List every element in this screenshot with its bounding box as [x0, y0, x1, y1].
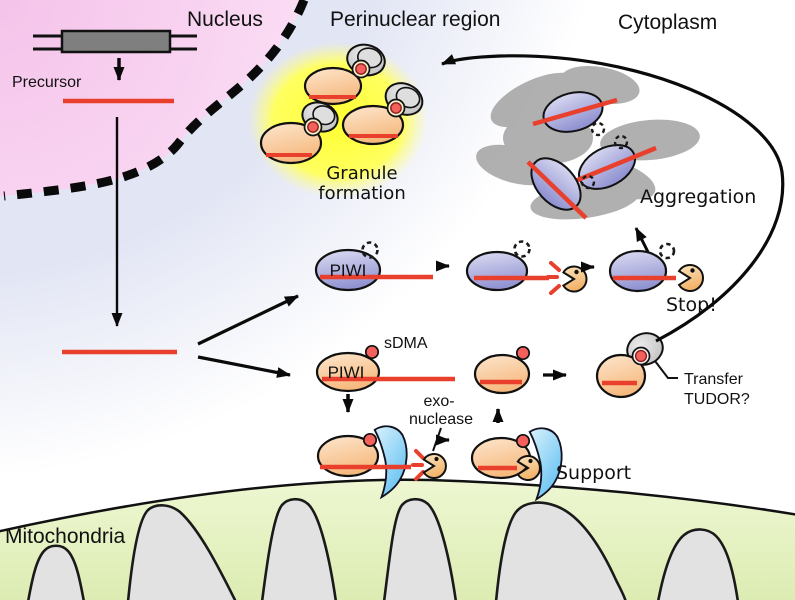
crista-shape — [27, 544, 85, 600]
exonuclease-label-line1: exo- — [423, 393, 454, 410]
missing-sdma-circle — [580, 174, 596, 190]
lower-pathway: PIWI sDMA exo- nuclease — [315, 332, 750, 502]
dna-locus-icon — [33, 29, 197, 54]
nucleus-label: Nucleus — [187, 8, 263, 31]
pacman-eye — [434, 456, 439, 462]
piwi-label-lower: PIWI — [328, 363, 365, 382]
sdma-dot — [307, 121, 319, 133]
transfer-label-line1: Transfer — [684, 371, 744, 388]
precursor-label: Precursor — [12, 74, 82, 91]
exonuclease-pacman-icon — [562, 265, 588, 293]
pacman-eye — [690, 268, 695, 273]
cytoplasm-label: Cytoplasm — [618, 11, 717, 34]
pacman-eye — [574, 269, 579, 275]
mitochondria-group: Mitochondria — [0, 478, 795, 600]
cristae-group — [27, 497, 740, 600]
sdma-dot — [362, 432, 378, 448]
mature-pirisc-tudor — [595, 332, 678, 399]
support-crescent-icon — [528, 427, 563, 502]
sdma-dot — [515, 433, 531, 449]
crista-shape — [260, 497, 338, 600]
pirisc-oval — [595, 353, 647, 399]
branch-arrow-lower — [197, 355, 291, 378]
pirisc-oval — [473, 353, 531, 395]
trimming-complex — [316, 425, 447, 500]
piwi-label-upper: PIWI — [330, 261, 367, 280]
granule-complex — [341, 82, 424, 146]
exonuclease-label-line2: nuclease — [409, 411, 473, 428]
crista-shape — [657, 528, 740, 600]
crista-shape — [494, 501, 627, 600]
branch-arrow-upper — [197, 294, 299, 346]
piwi-oval-lower — [315, 351, 381, 393]
sdma-dot — [355, 63, 367, 75]
granule-formation-group: Granule formation — [248, 42, 428, 204]
granule-label-line2: formation — [318, 183, 405, 204]
missing-sdma-circle — [613, 134, 629, 150]
aggregation-arrow — [634, 227, 650, 253]
support-crescent-icon — [373, 425, 408, 500]
transfer-pointer-line — [654, 360, 678, 379]
trimming-complex — [470, 427, 563, 502]
transfer-label-line2: TUDOR? — [684, 391, 750, 408]
sdma-dot — [390, 102, 402, 114]
exonuclease-pacman-icon — [677, 264, 704, 292]
piwi-oval-upper — [314, 248, 382, 292]
granule-complex — [259, 101, 339, 165]
recycle-curve-arrow — [441, 54, 785, 343]
cut-marks — [546, 261, 561, 295]
support-label: Support — [556, 462, 631, 484]
piwi-oval — [465, 250, 529, 292]
pirna-line — [532, 97, 618, 127]
crista-shape — [382, 497, 458, 600]
missing-sdma-circle — [513, 240, 531, 258]
nuclear-envelope-dashed-line — [3, 0, 309, 201]
perinuclear-label: Perinuclear region — [330, 8, 500, 31]
granule-label-line1: Granule — [326, 163, 397, 184]
sdma-dot — [364, 344, 380, 360]
sdma-dot — [634, 349, 648, 363]
sdma-dot — [515, 345, 531, 361]
nucleus-content: Precursor — [12, 29, 197, 327]
granule-complex — [303, 43, 386, 106]
missing-sdma-circle — [658, 242, 676, 260]
exonuclease-pacman-icon — [516, 455, 541, 481]
missing-sdma-circle — [590, 121, 606, 137]
missing-sdma-circle — [361, 241, 379, 259]
exonuclease-pacman-icon — [422, 453, 447, 479]
stop-label: Stop! — [666, 294, 717, 316]
pirna-line — [526, 160, 588, 220]
crista-shape — [126, 504, 237, 600]
upper-pathway: PIWI Stop! — [314, 240, 717, 316]
cut-marks — [411, 449, 425, 481]
piwi-oval — [608, 249, 668, 293]
mature-pirisc — [473, 345, 531, 395]
aggregation-blob — [490, 72, 580, 128]
aggregation-label: Aggregation — [640, 186, 756, 208]
sdma-label: sDMA — [384, 335, 428, 352]
pacman-eye — [528, 458, 533, 464]
aggregation-group: Aggregation — [476, 65, 756, 253]
mitochondria-label: Mitochondria — [5, 525, 126, 548]
